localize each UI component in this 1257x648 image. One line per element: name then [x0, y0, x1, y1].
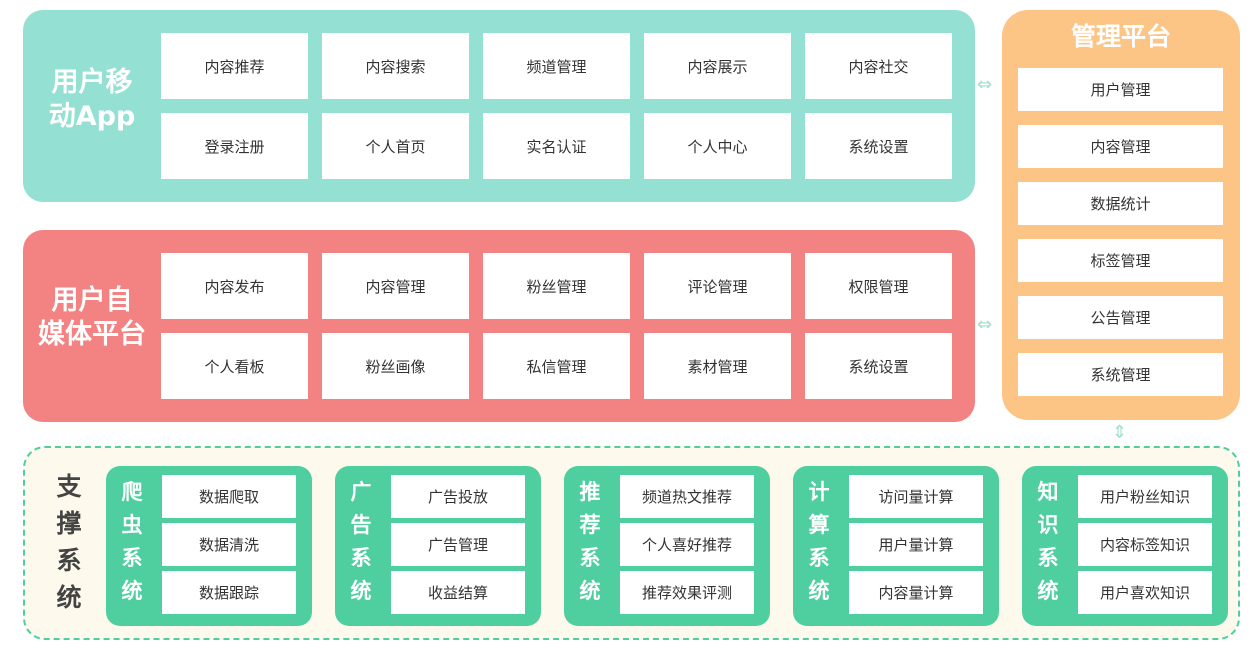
ad-system-module: 广告系统 广告投放 广告管理 收益结算 [335, 466, 541, 626]
self-media-feature: 粉丝管理 [483, 253, 630, 319]
module-title: 知识系统 [1037, 480, 1059, 603]
self-media-feature: 个人看板 [161, 333, 308, 399]
module-item: 数据爬取 [162, 475, 296, 518]
module-item: 访问量计算 [849, 475, 983, 518]
self-media-title-line2: 媒体平台 [38, 318, 146, 350]
support-systems-panel: 支撑系统 爬虫系统 数据爬取 数据清洗 数据跟踪 广告系统 广告投放 广告管理 … [23, 446, 1240, 640]
admin-platform-item: 系统管理 [1018, 353, 1223, 396]
module-item: 广告管理 [391, 523, 525, 566]
self-media-panel: 用户自 媒体平台 内容发布 内容管理 粉丝管理 评论管理 权限管理 个人看板 粉… [23, 230, 975, 422]
module-list: 访问量计算 用户量计算 内容量计算 [849, 475, 983, 614]
module-item: 广告投放 [391, 475, 525, 518]
self-media-feature: 素材管理 [644, 333, 791, 399]
module-item: 用户量计算 [849, 523, 983, 566]
self-media-feature: 评论管理 [644, 253, 791, 319]
module-item: 频道热文推荐 [620, 475, 754, 518]
mobile-app-feature: 登录注册 [161, 113, 308, 179]
mobile-app-feature: 实名认证 [483, 113, 630, 179]
module-list: 广告投放 广告管理 收益结算 [391, 475, 525, 614]
self-media-feature: 系统设置 [805, 333, 952, 399]
module-list: 用户粉丝知识 内容标签知识 用户喜欢知识 [1078, 475, 1212, 614]
module-item: 个人喜好推荐 [620, 523, 754, 566]
mobile-app-feature: 内容推荐 [161, 33, 308, 99]
mobile-app-feature: 频道管理 [483, 33, 630, 99]
self-media-title-line1: 用户自 [51, 285, 133, 316]
admin-platform-item: 内容管理 [1018, 125, 1223, 168]
knowledge-system-module: 知识系统 用户粉丝知识 内容标签知识 用户喜欢知识 [1022, 466, 1228, 626]
computing-system-module: 计算系统 访问量计算 用户量计算 内容量计算 [793, 466, 999, 626]
module-list: 数据爬取 数据清洗 数据跟踪 [162, 475, 296, 614]
module-item: 内容标签知识 [1078, 523, 1212, 566]
module-title: 广告系统 [350, 480, 372, 603]
module-item: 内容量计算 [849, 571, 983, 614]
recommendation-system-module: 推荐系统 频道热文推荐 个人喜好推荐 推荐效果评测 [564, 466, 770, 626]
module-title: 计算系统 [808, 480, 830, 603]
admin-platform-title: 管理平台 [1070, 22, 1171, 51]
self-media-feature: 内容发布 [161, 253, 308, 319]
mobile-app-feature: 内容搜索 [322, 33, 469, 99]
module-item: 推荐效果评测 [620, 571, 754, 614]
module-item: 数据跟踪 [162, 571, 296, 614]
admin-platform-panel: 管理平台 用户管理 内容管理 数据统计 标签管理 公告管理 系统管理 [1002, 10, 1240, 420]
mobile-app-title: 用户移 动App [37, 66, 147, 134]
module-item: 用户粉丝知识 [1078, 475, 1212, 518]
admin-platform-item: 数据统计 [1018, 182, 1223, 225]
self-media-feature: 权限管理 [805, 253, 952, 319]
mobile-app-title-line2: 动App [48, 100, 136, 132]
module-item: 用户喜欢知识 [1078, 571, 1212, 614]
mobile-app-title-line1: 用户移 [51, 67, 133, 98]
double-arrow-icon: ⇔ [977, 74, 993, 95]
mobile-app-feature: 个人中心 [644, 113, 791, 179]
module-item: 数据清洗 [162, 523, 296, 566]
mobile-app-feature-grid: 内容推荐 内容搜索 频道管理 内容展示 内容社交 登录注册 个人首页 实名认证 … [161, 33, 952, 179]
self-media-feature: 粉丝画像 [322, 333, 469, 399]
mobile-app-feature: 内容展示 [644, 33, 791, 99]
admin-platform-item: 用户管理 [1018, 68, 1223, 111]
mobile-app-feature: 个人首页 [322, 113, 469, 179]
mobile-app-feature: 内容社交 [805, 33, 952, 99]
double-arrow-icon: ⇔ [977, 314, 993, 335]
self-media-title: 用户自 媒体平台 [29, 284, 155, 352]
self-media-feature: 私信管理 [483, 333, 630, 399]
mobile-app-panel: 用户移 动App 内容推荐 内容搜索 频道管理 内容展示 内容社交 登录注册 个… [23, 10, 975, 202]
module-title: 爬虫系统 [121, 480, 143, 603]
admin-platform-item: 公告管理 [1018, 296, 1223, 339]
admin-platform-item: 标签管理 [1018, 239, 1223, 282]
crawler-system-module: 爬虫系统 数据爬取 数据清洗 数据跟踪 [106, 466, 312, 626]
module-title: 推荐系统 [579, 480, 601, 603]
support-systems-title: 支撑系统 [56, 472, 82, 612]
module-list: 频道热文推荐 个人喜好推荐 推荐效果评测 [620, 475, 754, 614]
self-media-feature-grid: 内容发布 内容管理 粉丝管理 评论管理 权限管理 个人看板 粉丝画像 私信管理 … [161, 253, 952, 399]
module-item: 收益结算 [391, 571, 525, 614]
admin-platform-list: 用户管理 内容管理 数据统计 标签管理 公告管理 系统管理 [1018, 68, 1223, 396]
double-arrow-vertical-icon: ⇕ [1112, 422, 1128, 443]
self-media-feature: 内容管理 [322, 253, 469, 319]
mobile-app-feature: 系统设置 [805, 113, 952, 179]
